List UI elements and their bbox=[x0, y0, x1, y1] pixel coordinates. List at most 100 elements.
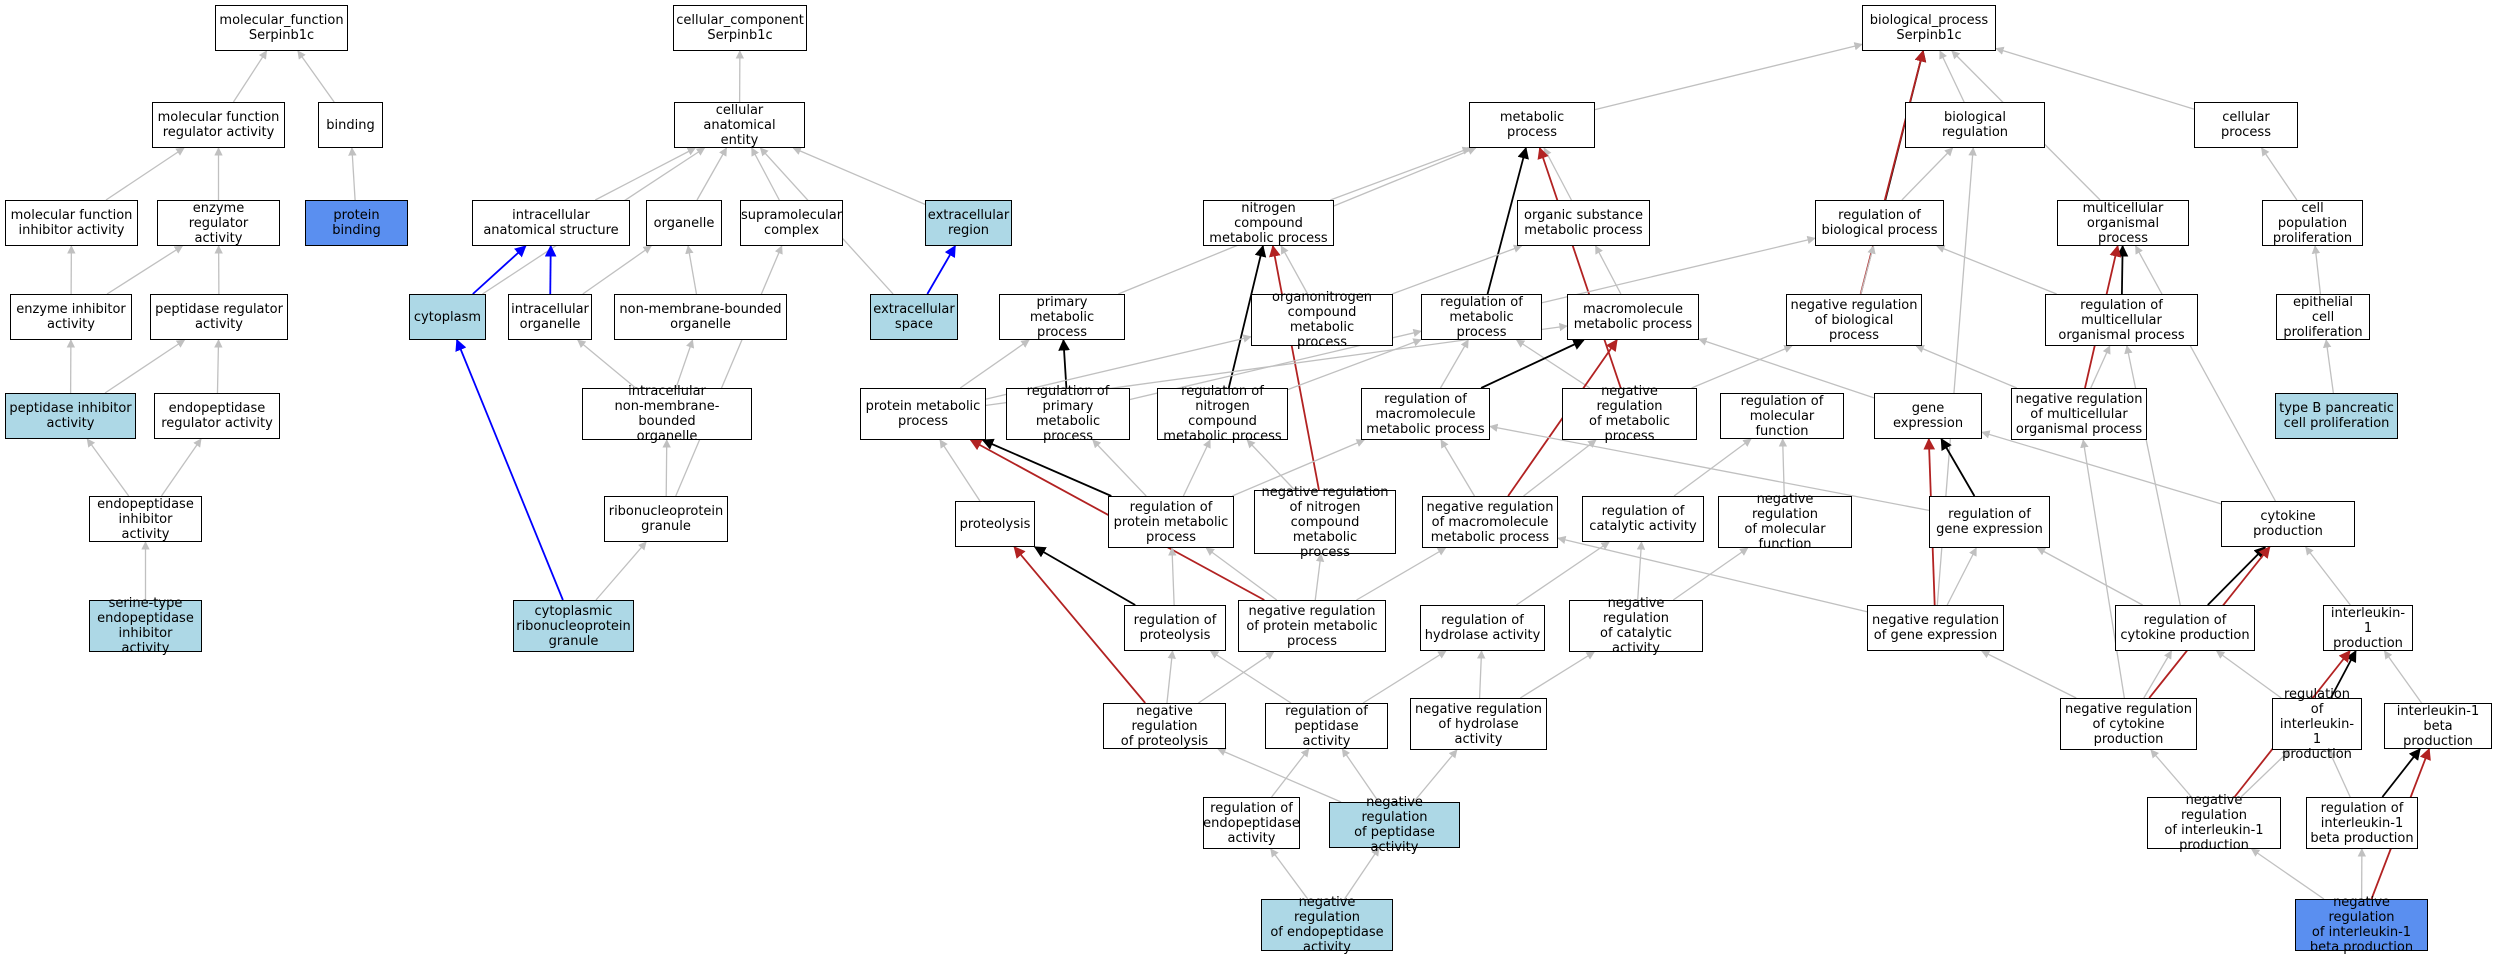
go-term-node-epia: endopeptidase inhibitor activity bbox=[89, 496, 202, 542]
edge-cellproc-to-bp bbox=[1995, 46, 2195, 110]
go-term-node-nrprot: negative regulation of proteolysis bbox=[1103, 703, 1226, 749]
edge-regcat-to-regmf bbox=[1673, 438, 1752, 497]
edge-regge-to-regmacmp bbox=[1489, 423, 1930, 512]
edge-regpep-to-regprot bbox=[1209, 650, 1292, 704]
edge-nrmf-to-regmf bbox=[1778, 438, 1788, 497]
go-term-node-nrmf: negative regulation of molecular functio… bbox=[1718, 492, 1852, 552]
go-term-node-pia: peptidase inhibitor activity bbox=[5, 393, 136, 439]
go-term-node-crnpg: cytoplasmic ribonucleoprotein granule bbox=[513, 600, 634, 652]
edge-regmacmp-to-macmp bbox=[1480, 339, 1585, 389]
edge-binding-to-mf bbox=[297, 50, 335, 103]
go-term-node-regprot: regulation of proteolysis bbox=[1124, 605, 1226, 651]
edge-regncmp-to-regmp bbox=[1287, 338, 1422, 391]
go-term-node-ncmp: nitrogen compound metabolic process bbox=[1203, 200, 1334, 246]
edge-regcyt-to-regge bbox=[2036, 547, 2143, 606]
edge-regprot-to-regprotmp bbox=[1168, 547, 1177, 606]
edge-nrcyt-to-nrmop bbox=[2080, 439, 2125, 699]
edge-protmp-to-pmp bbox=[959, 339, 1030, 389]
go-term-node-metab: metabolic process bbox=[1469, 102, 1595, 148]
edge-regmp-to-regbp bbox=[1541, 235, 1816, 304]
edge-regendo-to-regpep bbox=[1271, 748, 1310, 798]
go-term-node-proteolysis: proteolysis bbox=[955, 501, 1035, 547]
edge-regprotmp-to-regmacmp bbox=[1232, 439, 1366, 497]
edge-cpp-to-cellproc bbox=[2261, 147, 2298, 201]
edge-nrprot-to-nrprotmp bbox=[1198, 651, 1275, 704]
edge-inmbo-to-intorg bbox=[577, 339, 637, 389]
edge-cyto-to-ias bbox=[472, 245, 527, 295]
go-term-node-pra: peptidase regulator activity bbox=[150, 294, 288, 340]
go-term-node-il1p: interleukin-1 production bbox=[2323, 605, 2413, 651]
edge-nrprot-to-regprot bbox=[1166, 650, 1176, 704]
go-term-node-mf: molecular_function Serpinb1c bbox=[215, 5, 348, 51]
edge-intorg-to-organelle bbox=[582, 245, 652, 295]
go-term-node-binding: binding bbox=[318, 102, 383, 148]
edge-inmbo-to-nmbo bbox=[675, 339, 695, 389]
edge-rnpg-to-inmbo bbox=[662, 439, 671, 497]
edge-eia-to-era bbox=[106, 245, 184, 295]
edge-epra-to-pra bbox=[214, 339, 223, 394]
edge-regmop-to-multi bbox=[2116, 244, 2129, 295]
edge-nrprotmp-to-regprotmp bbox=[1205, 547, 1278, 601]
go-term-node-il1bp: interleukin-1 beta production bbox=[2384, 703, 2492, 749]
go-term-node-regncmp: regulation of nitrogen compound metaboli… bbox=[1157, 384, 1288, 444]
go-term-node-oncmp: organonitrogen compound metabolic proces… bbox=[1251, 290, 1393, 350]
go-term-node-regmf: regulation of molecular function bbox=[1720, 393, 1844, 439]
edge-nrmacmp-to-nrmp bbox=[1523, 439, 1597, 497]
edge-il1bp-to-il1p bbox=[2383, 650, 2423, 704]
go-term-node-era: enzyme regulator activity bbox=[157, 200, 280, 246]
edge-nrprotmp-to-nrncmp bbox=[1314, 553, 1325, 601]
edge-cytprod-to-geneexp bbox=[1981, 430, 2222, 505]
go-term-node-regbp: regulation of biological process bbox=[1815, 200, 1944, 246]
go-term-node-nril1b: negative regulation of interleukin-1 bet… bbox=[2295, 895, 2428, 955]
edge-regprotmp-to-regpmp bbox=[1092, 439, 1147, 497]
go-term-node-reghyd: regulation of hydrolase activity bbox=[1420, 605, 1545, 651]
go-term-node-regge: regulation of gene expression bbox=[1929, 496, 2050, 548]
go-term-node-regprotmp: regulation of protein metabolic process bbox=[1108, 496, 1234, 548]
edge-nrmp-to-nrbp bbox=[1691, 345, 1793, 389]
go-term-node-nrmacmp: negative regulation of macromolecule met… bbox=[1422, 496, 1558, 548]
go-term-node-regil1: regulation of interleukin-1 production bbox=[2272, 687, 2362, 762]
go-term-node-mfra: molecular function regulator activity bbox=[152, 102, 285, 148]
edge-regil1b-to-regil1 bbox=[2328, 749, 2351, 798]
go-term-node-cytprod: cytokine production bbox=[2221, 501, 2355, 547]
edge-epia-to-epra bbox=[160, 438, 202, 497]
go-term-node-regmop: regulation of multicellular organismal p… bbox=[2045, 294, 2198, 346]
go-term-node-nrhyd: negative regulation of hydrolase activit… bbox=[1410, 698, 1547, 750]
go-term-node-regpep: regulation of peptidase activity bbox=[1265, 703, 1388, 749]
edge-exreg-to-cae bbox=[792, 147, 926, 205]
go-term-node-nrpep: negative regulation of peptidase activit… bbox=[1329, 795, 1460, 855]
go-term-node-exsp: extracellular space bbox=[870, 294, 958, 340]
go-term-node-nrncmp: negative regulation of nitrogen compound… bbox=[1254, 485, 1396, 560]
go-term-node-protmp: protein metabolic process bbox=[860, 388, 986, 440]
go-term-node-cc: cellular_component Serpinb1c bbox=[673, 5, 807, 51]
edge-nrcat-to-regcat bbox=[1636, 541, 1646, 601]
edge-metab-to-bp bbox=[1594, 42, 1863, 111]
edge-oncmp-to-osmp bbox=[1391, 244, 1523, 295]
edge-regncmp-to-ncmp bbox=[1227, 244, 1267, 389]
go-term-node-regcat: regulation of catalytic activity bbox=[1582, 496, 1704, 542]
go-term-node-mfia: molecular function inhibitor activity bbox=[5, 200, 138, 246]
edge-regcyt-to-regmop bbox=[2124, 345, 2181, 606]
edge-nrendo-to-nrpep bbox=[1344, 847, 1380, 900]
edge-oncmp-to-ncmp bbox=[1280, 245, 1309, 295]
go-term-node-eia: enzyme inhibitor activity bbox=[10, 294, 132, 340]
go-term-node-pmp: primary metabolic process bbox=[999, 294, 1125, 340]
edge-nril1b-to-nril1 bbox=[2250, 848, 2325, 900]
edge-bioreg-to-bp bbox=[1939, 50, 1965, 103]
edge-ias-to-cae bbox=[594, 147, 697, 201]
edge-nrcat-to-nrmf bbox=[1672, 547, 1749, 601]
go-term-node-regpmp: regulation of primary metabolic process bbox=[1006, 384, 1130, 444]
go-term-node-exreg: extracellular region bbox=[925, 200, 1012, 246]
go-term-node-regil1b: regulation of interleukin-1 beta product… bbox=[2306, 797, 2418, 849]
edge-cytprod-to-multi bbox=[2135, 245, 2276, 502]
edge-nrmp-to-regmp bbox=[1515, 339, 1591, 389]
edge-regil1-to-il1p bbox=[2330, 649, 2357, 699]
edge-exsp-to-exreg bbox=[926, 244, 956, 295]
edge-nrge-to-regge bbox=[1946, 547, 1977, 606]
edge-pbind-to-binding bbox=[348, 147, 357, 201]
edge-regprot-to-proteolysis bbox=[1033, 546, 1136, 606]
edge-organelle-to-cae bbox=[696, 147, 728, 201]
go-term-node-ecp: epithelial cell proliferation bbox=[2276, 294, 2370, 340]
go-term-node-nrbp: negative regulation of biological proces… bbox=[1786, 294, 1922, 346]
